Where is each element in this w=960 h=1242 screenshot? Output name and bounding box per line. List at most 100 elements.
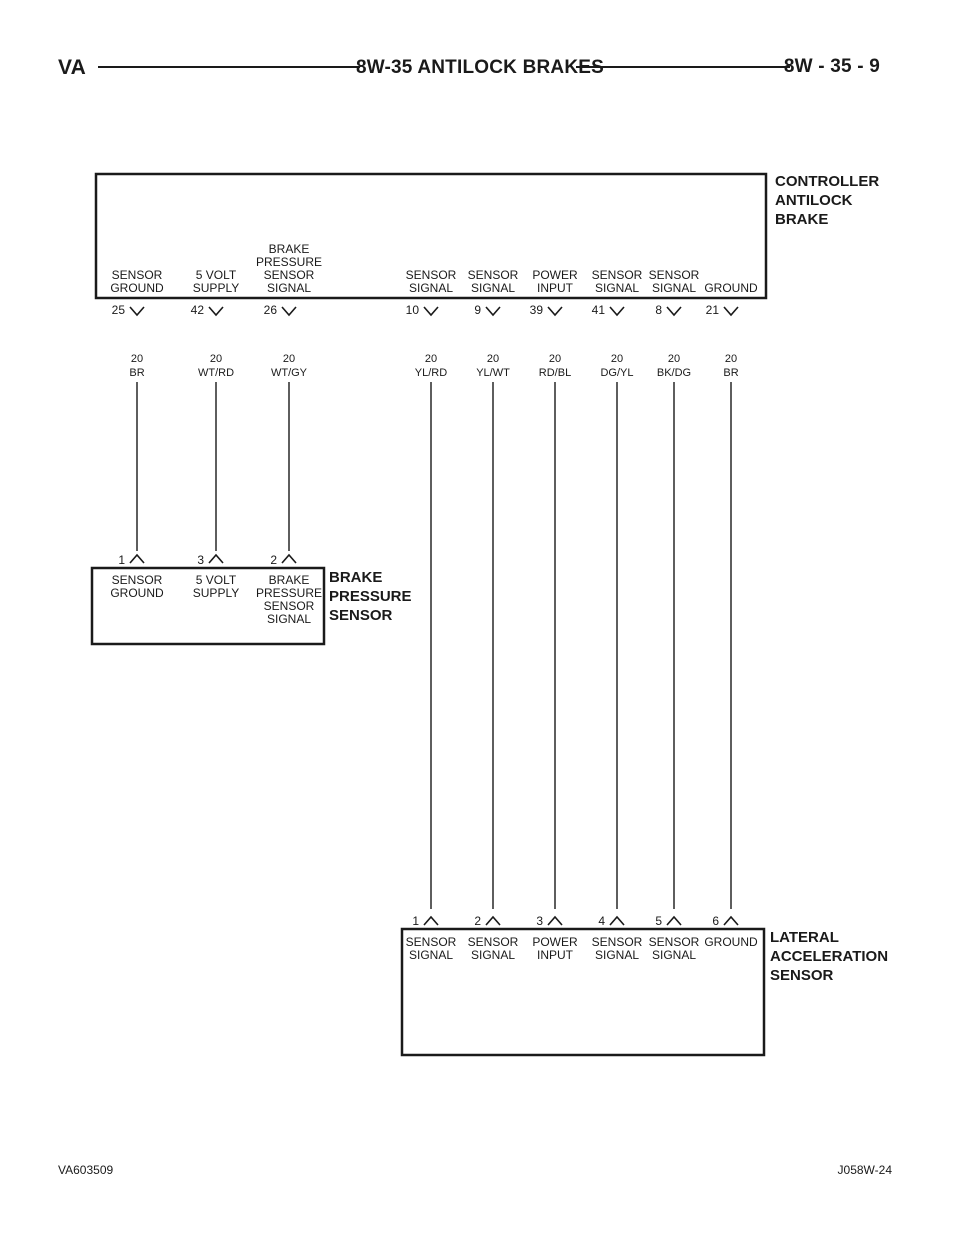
wire-color-label: BK/DG [657, 367, 691, 379]
lateral-acceleration-sensor-cavity-number: 4 [598, 914, 605, 928]
wire-gauge-label: 20 [283, 353, 295, 365]
wire-gauge-label: 20 [425, 353, 437, 365]
brake-pressure-sensor-terminal [129, 553, 145, 564]
lateral-acceleration-sensor-terminal [609, 915, 625, 926]
lateral-acceleration-sensor-pin-function-label: POWER [532, 935, 578, 949]
controller-pin-function-label: 5 VOLT [196, 268, 237, 282]
lateral-acceleration-sensor-pin-function-label: SENSOR [406, 935, 457, 949]
lateral-acceleration-sensor-name: SENSOR [770, 967, 834, 984]
brake-pressure-sensor-name: BRAKE [329, 569, 382, 586]
wire-gauge-label: 20 [131, 353, 143, 365]
lateral-acceleration-sensor-pin-function-label: SIGNAL [652, 948, 696, 962]
wire-gauge-label: 20 [549, 353, 561, 365]
controller-pin-function-label: SENSOR [649, 268, 700, 282]
brake-pressure-sensor-terminal [281, 553, 297, 564]
controller-pin-function-label: SENSOR [264, 268, 315, 282]
controller-terminal [485, 306, 501, 317]
lateral-acceleration-sensor-pin-function-label: SENSOR [649, 935, 700, 949]
controller-pin-function-label: INPUT [537, 281, 574, 295]
brake-pressure-sensor-name: SENSOR [329, 607, 393, 624]
header-rule-right [576, 66, 790, 68]
lateral-acceleration-sensor-pin-function-label: SIGNAL [409, 948, 453, 962]
controller-name: BRAKE [775, 211, 828, 228]
brake-pressure-sensor-cavity-number: 3 [197, 553, 204, 567]
controller-cavity-number: 21 [706, 303, 720, 317]
header-rule-left [98, 66, 360, 68]
lateral-acceleration-sensor-terminal [666, 915, 682, 926]
controller-pin-function-label: SIGNAL [652, 281, 696, 295]
controller-pin-function-label: GROUND [704, 281, 758, 295]
controller-pin-function-label: SENSOR [112, 268, 163, 282]
lateral-acceleration-sensor-name: ACCELERATION [770, 948, 888, 965]
brake-pressure-sensor-terminal [208, 553, 224, 564]
controller-pin-function-label: SENSOR [592, 268, 643, 282]
figure-id: VA603509 [58, 1163, 114, 1177]
brake-pressure-sensor-pin-function-label: SENSOR [264, 599, 315, 613]
controller-box [94, 172, 768, 300]
wire-gauge-label: 20 [210, 353, 222, 365]
lateral-acceleration-sensor-terminal [485, 915, 501, 926]
lateral-acceleration-sensor-terminal [723, 915, 739, 926]
lateral-acceleration-sensor-terminal [423, 915, 439, 926]
lateral-acceleration-sensor-pin-function-label: SIGNAL [595, 948, 639, 962]
header-left-code: VA [58, 56, 87, 79]
wire-color-label: DG/YL [600, 367, 633, 379]
controller-pin-function-label: POWER [532, 268, 578, 282]
controller-cavity-number: 41 [592, 303, 606, 317]
controller-terminal [281, 306, 297, 317]
controller-terminal [423, 306, 439, 317]
controller-terminal [129, 306, 145, 317]
brake-pressure-sensor-name: PRESSURE [329, 588, 412, 605]
lateral-acceleration-sensor-name: LATERAL [770, 929, 839, 946]
brake-pressure-sensor-pin-function-label: BRAKE [269, 573, 310, 587]
brake-pressure-sensor-cavity-number: 1 [118, 553, 125, 567]
lateral-acceleration-sensor-cavity-number: 1 [412, 914, 419, 928]
controller-cavity-number: 8 [655, 303, 662, 317]
page-title: 8W-35 ANTILOCK BRAKES [355, 57, 605, 78]
controller-pin-function-label: BRAKE [269, 242, 310, 256]
controller-name: ANTILOCK [775, 192, 853, 209]
controller-cavity-number: 9 [474, 303, 481, 317]
wire-gauge-label: 20 [725, 353, 737, 365]
controller-terminal [609, 306, 625, 317]
lateral-acceleration-sensor-pin-function-label: INPUT [537, 948, 574, 962]
controller-pin-function-label: SENSOR [468, 268, 519, 282]
brake-pressure-sensor-pin-function-label: SENSOR [112, 573, 163, 587]
controller-terminal [547, 306, 563, 317]
lateral-acceleration-sensor-terminal [547, 915, 563, 926]
lateral-acceleration-sensor-pin-function-label: SENSOR [468, 935, 519, 949]
wire-color-label: WT/RD [198, 367, 234, 379]
wire-color-label: YL/RD [415, 367, 447, 379]
controller-pin-function-label: GROUND [110, 281, 164, 295]
page-number: 8W - 35 - 9 [783, 56, 880, 77]
brake-pressure-sensor-box [90, 566, 326, 646]
wire-gauge-label: 20 [668, 353, 680, 365]
lateral-acceleration-sensor-pin-function-label: SIGNAL [471, 948, 515, 962]
wire-color-label: BR [129, 367, 144, 379]
brake-pressure-sensor-pin-function-label: GROUND [110, 586, 164, 600]
wire-color-label: RD/BL [539, 367, 571, 379]
controller-cavity-number: 39 [530, 303, 544, 317]
controller-cavity-number: 42 [191, 303, 205, 317]
controller-pin-function-label: SUPPLY [193, 281, 239, 295]
controller-terminal [666, 306, 682, 317]
wire-gauge-label: 20 [611, 353, 623, 365]
brake-pressure-sensor-cavity-number: 2 [270, 553, 277, 567]
brake-pressure-sensor-pin-function-label: SIGNAL [267, 612, 311, 626]
controller-pin-function-label: SIGNAL [267, 281, 311, 295]
controller-cavity-number: 25 [112, 303, 126, 317]
wire-gauge-label: 20 [487, 353, 499, 365]
wire-color-label: BR [723, 367, 738, 379]
controller-pin-function-label: PRESSURE [256, 255, 322, 269]
lateral-acceleration-sensor-pin-function-label: GROUND [704, 935, 758, 949]
drawing-number: J058W-24 [837, 1163, 892, 1177]
lateral-acceleration-sensor-cavity-number: 6 [712, 914, 719, 928]
lateral-acceleration-sensor-pin-function-label: SENSOR [592, 935, 643, 949]
wire-color-label: WT/GY [271, 367, 308, 379]
controller-name: CONTROLLER [775, 173, 879, 190]
lateral-acceleration-sensor-cavity-number: 5 [655, 914, 662, 928]
controller-pin-function-label: SIGNAL [471, 281, 515, 295]
brake-pressure-sensor-pin-function-label: SUPPLY [193, 586, 239, 600]
controller-pin-function-label: SIGNAL [595, 281, 639, 295]
